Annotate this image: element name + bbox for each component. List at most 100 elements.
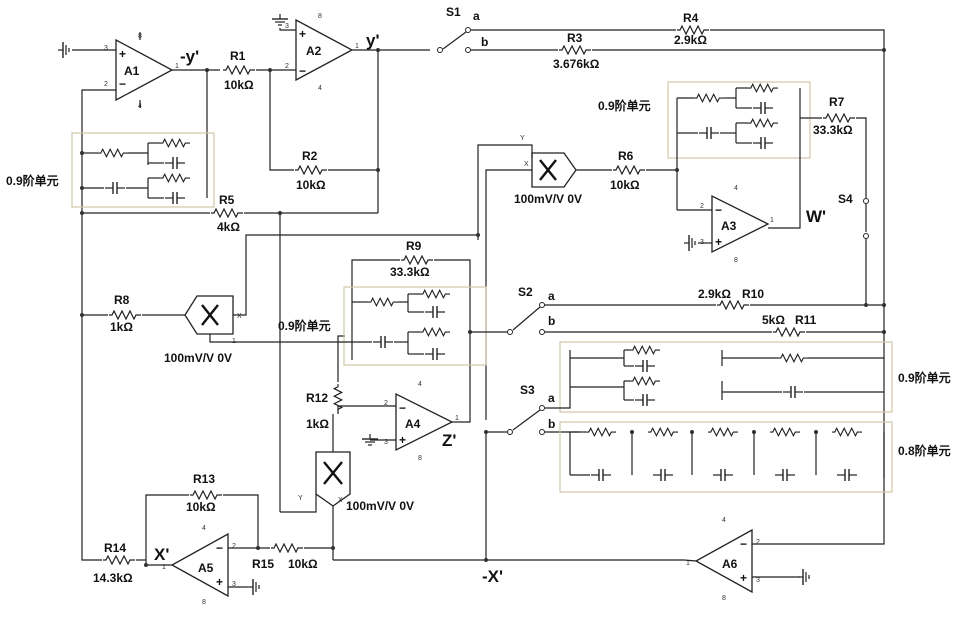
- svg-text:4: 4: [734, 185, 738, 192]
- svg-text:b: b: [548, 417, 555, 431]
- svg-text:−: −: [399, 401, 406, 415]
- svg-text:R11: R11: [795, 313, 817, 327]
- multiplier-top-gain: 100mV/V 0V: [514, 192, 582, 206]
- ground-icon: [58, 42, 69, 58]
- svg-text:2.9kΩ: 2.9kΩ: [674, 33, 707, 47]
- switch-s3-a[interactable]: [540, 406, 545, 411]
- svg-text:R13: R13: [193, 472, 215, 486]
- svg-text:33.3kΩ: 33.3kΩ: [813, 123, 853, 137]
- svg-text:10kΩ: 10kΩ: [610, 178, 640, 192]
- switch-s2-a[interactable]: [540, 303, 545, 308]
- opamp-a6: A6 −+ 2 3 1 4 8: [686, 517, 760, 602]
- svg-text:4: 4: [202, 525, 206, 532]
- switch-label-s1: S1: [446, 5, 461, 19]
- svg-text:8: 8: [202, 599, 206, 606]
- switch-s1-b[interactable]: [466, 48, 471, 53]
- svg-text:1: 1: [770, 217, 774, 224]
- svg-text:Y: Y: [298, 495, 303, 502]
- svg-text:b: b: [481, 35, 488, 49]
- svg-text:A4: A4: [405, 417, 421, 431]
- svg-text:−: −: [119, 77, 126, 91]
- fractional-unit-right: [560, 342, 892, 412]
- svg-text:+: +: [399, 433, 406, 447]
- switch-s2-common[interactable]: [508, 330, 513, 335]
- svg-text:A6: A6: [722, 557, 738, 571]
- switch-s1-common[interactable]: [438, 48, 443, 53]
- svg-text:−: −: [715, 203, 722, 217]
- ground-icon: [798, 569, 809, 585]
- opamp-a1: A1 +− 3 2 1 8 4: [104, 33, 179, 110]
- signal-w: W': [806, 207, 826, 226]
- svg-text:X: X: [338, 497, 343, 504]
- multiplier-left-gain: 100mV/V 0V: [164, 351, 232, 365]
- svg-text:R15: R15: [252, 557, 274, 571]
- svg-text:R6: R6: [618, 149, 634, 163]
- svg-text:4kΩ: 4kΩ: [217, 220, 240, 234]
- svg-text:a: a: [548, 289, 555, 303]
- unit-label-a1: 0.9阶单元: [6, 173, 59, 188]
- svg-text:R12: R12: [306, 391, 328, 405]
- svg-text:4: 4: [418, 381, 422, 388]
- svg-text:a: a: [548, 391, 555, 405]
- switch-s4-top[interactable]: [864, 199, 869, 204]
- svg-text:2: 2: [232, 543, 236, 550]
- svg-text:a: a: [473, 9, 480, 23]
- switch-s4-bottom[interactable]: [864, 234, 869, 239]
- svg-text:−: −: [216, 541, 223, 555]
- ground-icon: [248, 579, 259, 595]
- signal-z: Z': [442, 431, 456, 450]
- signal-x: X': [154, 545, 169, 564]
- svg-text:+: +: [740, 571, 747, 585]
- svg-text:X: X: [237, 313, 242, 320]
- switch-s3-b[interactable]: [540, 430, 545, 435]
- svg-text:b: b: [548, 314, 555, 328]
- svg-text:3: 3: [285, 23, 289, 30]
- svg-text:+: +: [216, 575, 223, 589]
- svg-text:2: 2: [104, 81, 108, 88]
- svg-text:A2: A2: [306, 44, 322, 58]
- svg-text:R5: R5: [219, 193, 235, 207]
- svg-text:4: 4: [318, 85, 322, 92]
- svg-text:8: 8: [418, 455, 422, 462]
- svg-text:3: 3: [104, 45, 108, 52]
- svg-text:+: +: [715, 235, 722, 249]
- switch-s3-common[interactable]: [508, 430, 513, 435]
- svg-text:R9: R9: [406, 239, 422, 253]
- ground-icon: [684, 235, 695, 251]
- svg-text:1: 1: [175, 63, 179, 70]
- multiplier-bottom: [316, 452, 350, 506]
- svg-text:10kΩ: 10kΩ: [224, 78, 254, 92]
- svg-text:1: 1: [355, 43, 359, 50]
- svg-text:14.3kΩ: 14.3kΩ: [93, 571, 133, 585]
- svg-text:3.676kΩ: 3.676kΩ: [553, 57, 600, 71]
- multiplier-top: [532, 153, 576, 187]
- svg-text:A3: A3: [721, 219, 737, 233]
- opamp-a3: A3 −+ 2 3 1 4 8: [700, 185, 774, 264]
- opamp-a5: A5 −+ 2 3 1 4 8: [162, 525, 236, 606]
- svg-text:R2: R2: [302, 149, 318, 163]
- unit-label-08: 0.8阶单元: [898, 443, 951, 458]
- signal-neg-y: -y': [180, 47, 199, 66]
- svg-text:10kΩ: 10kΩ: [296, 178, 326, 192]
- svg-text:3: 3: [756, 577, 760, 584]
- signal-neg-x: -X': [482, 567, 503, 586]
- switch-label-s2: S2: [518, 285, 533, 299]
- svg-text:2: 2: [384, 400, 388, 407]
- svg-text:8: 8: [722, 595, 726, 602]
- switch-s2-b[interactable]: [540, 330, 545, 335]
- svg-text:+: +: [119, 47, 126, 61]
- svg-text:R1: R1: [230, 49, 246, 63]
- svg-text:R8: R8: [114, 293, 130, 307]
- svg-text:R3: R3: [567, 31, 583, 45]
- svg-text:X: X: [524, 161, 529, 168]
- svg-text:+: +: [299, 27, 306, 41]
- svg-text:8: 8: [318, 13, 322, 20]
- svg-text:2: 2: [700, 203, 704, 210]
- switch-s1-a[interactable]: [466, 28, 471, 33]
- unit-label-right: 0.9阶单元: [898, 370, 951, 385]
- svg-text:33.3kΩ: 33.3kΩ: [390, 265, 430, 279]
- fractional-unit-a4: [344, 287, 486, 365]
- svg-text:R4: R4: [683, 11, 699, 25]
- svg-text:Y: Y: [520, 135, 525, 142]
- switch-label-s4: S4: [838, 192, 853, 206]
